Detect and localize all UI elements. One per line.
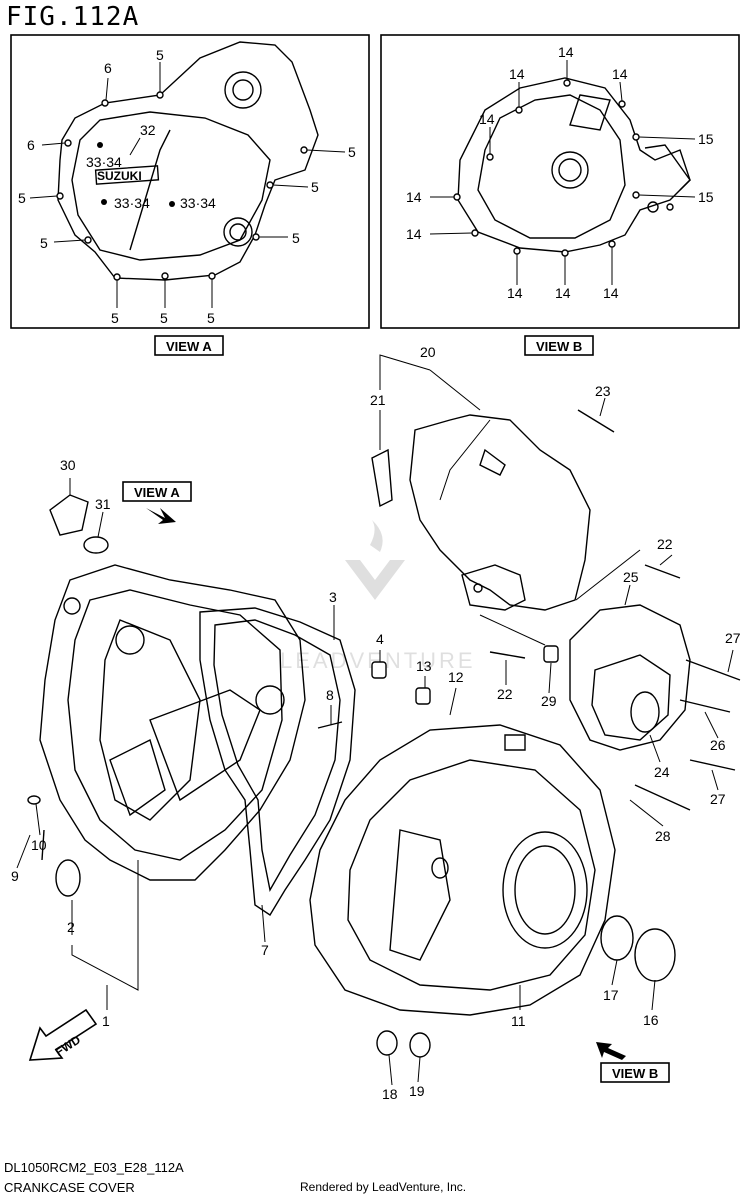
part-9: 9 — [11, 868, 19, 884]
part-26: 26 — [710, 737, 726, 753]
callout-14c: 14 — [612, 66, 628, 82]
callout-14b: 14 — [509, 66, 525, 82]
callout-32: 32 — [140, 122, 156, 138]
part-2: 2 — [67, 919, 75, 935]
callout-14d: 14 — [479, 111, 495, 127]
callout-14f: 14 — [406, 226, 422, 242]
callout-33-34b: 33·34 — [114, 195, 150, 211]
pump-cover-part — [569, 604, 691, 751]
suzuki-badge: SUZUKI — [97, 169, 142, 183]
callout-5a: 5 — [156, 47, 164, 63]
part-12: 12 — [448, 669, 464, 685]
svg-text:VIEW A: VIEW A — [134, 485, 180, 500]
callout-6b: 6 — [27, 137, 35, 153]
part-31: 31 — [95, 496, 111, 512]
part-numbers: 1 2 3 4 7 8 9 10 11 12 13 16 17 18 19 20… — [11, 344, 741, 1102]
view-b-label: VIEW B — [524, 335, 594, 356]
diagram-code: DL1050RCM2_E03_E28_112A — [4, 1160, 184, 1175]
small-parts — [27, 409, 741, 1058]
callout-5d: 5 — [111, 310, 119, 326]
view-b-pointer: VIEW B — [596, 1042, 670, 1083]
part-4: 4 — [376, 631, 384, 647]
svg-text:VIEW B: VIEW B — [612, 1066, 658, 1081]
callout-15b: 15 — [698, 189, 714, 205]
callout-15a: 15 — [698, 131, 714, 147]
callout-5e: 5 — [160, 310, 168, 326]
part-25: 25 — [623, 569, 639, 585]
part-28: 28 — [655, 828, 671, 844]
figure-title: FIG.112A — [6, 2, 140, 32]
part-17: 17 — [603, 987, 619, 1003]
crankcase-part — [39, 564, 306, 881]
callout-33-34a: 33·34 — [86, 154, 122, 170]
part-22a: 22 — [657, 536, 673, 552]
callout-5c: 5 — [40, 235, 48, 251]
view-b-panel — [380, 34, 740, 329]
callout-5h: 5 — [311, 179, 319, 195]
part-11: 11 — [511, 1013, 526, 1029]
part-27a: 27 — [725, 630, 741, 646]
leadventure-watermark: LEADVENTURE — [280, 520, 473, 673]
part-24: 24 — [654, 764, 670, 780]
callout-14h: 14 — [555, 285, 571, 301]
view-a-label: VIEW A — [154, 335, 224, 356]
gasket-part — [199, 607, 356, 916]
callout-5g: 5 — [292, 230, 300, 246]
part-13: 13 — [416, 658, 432, 674]
part-18: 18 — [382, 1086, 398, 1102]
callout-5f: 5 — [207, 310, 215, 326]
part-21: 21 — [370, 392, 386, 408]
part-30: 30 — [60, 457, 76, 473]
clutch-cover-part — [309, 724, 616, 1016]
view-b-leaders — [429, 60, 696, 285]
part-8: 8 — [326, 687, 334, 703]
view-a-leaders — [29, 62, 346, 308]
view-b-callouts: 14 14 14 14 15 14 15 14 14 14 14 — [406, 44, 714, 301]
view-a-pointer: VIEW A — [122, 481, 192, 524]
part-7: 7 — [261, 942, 269, 958]
part-29: 29 — [541, 693, 557, 709]
part-27b: 27 — [710, 791, 726, 807]
callout-14g: 14 — [507, 285, 523, 301]
svg-text:VIEW B: VIEW B — [536, 339, 582, 354]
fwd-arrow-icon: FWD — [28, 1008, 98, 1061]
generator-cover-part — [409, 414, 591, 611]
part-leaders — [16, 354, 734, 1086]
callout-5i: 5 — [348, 144, 356, 160]
part-10: 10 — [31, 837, 47, 853]
part-20: 20 — [420, 344, 436, 360]
part-22b: 22 — [497, 686, 513, 702]
part-23: 23 — [595, 383, 611, 399]
callout-33-34c: 33·34 — [180, 195, 216, 211]
callout-14a: 14 — [558, 44, 574, 60]
diagram-caption: CRANKCASE COVER — [4, 1180, 135, 1195]
view-a-drawing: SUZUKI — [56, 41, 319, 281]
callout-5b: 5 — [18, 190, 26, 206]
part-16: 16 — [643, 1012, 659, 1028]
part-1: 1 — [102, 1013, 110, 1029]
callout-14e: 14 — [406, 189, 422, 205]
part-19: 19 — [409, 1083, 425, 1099]
render-credit: Rendered by LeadVenture, Inc. — [300, 1180, 467, 1194]
svg-text:VIEW A: VIEW A — [166, 339, 212, 354]
part-3: 3 — [329, 589, 337, 605]
view-a-callouts: 6 5 32 6 33·34 5 5 33·34 33·34 5 5 5 5 5 — [18, 47, 319, 326]
view-a-panel — [10, 34, 370, 329]
callout-14i: 14 — [603, 285, 619, 301]
callout-6a: 6 — [104, 60, 112, 76]
